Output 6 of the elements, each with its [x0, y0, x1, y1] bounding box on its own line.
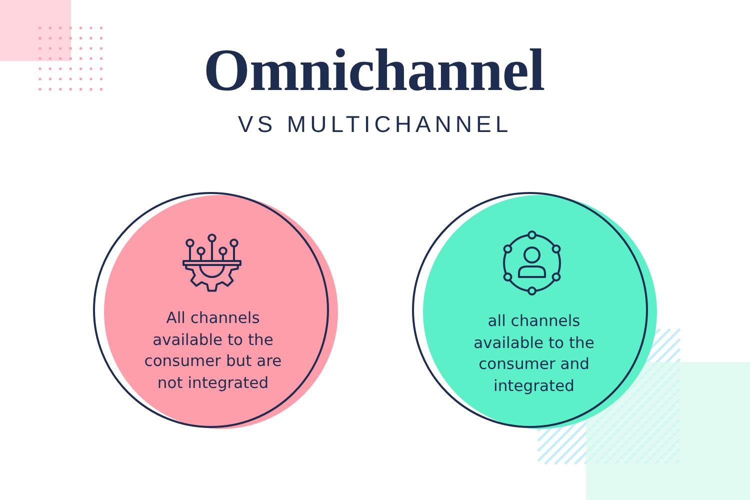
filled-circle	[93, 192, 339, 430]
subtitle-text: VS MULTICHANNEL	[236, 113, 512, 136]
filled-circle	[412, 192, 658, 430]
description-text: all channels available to the consumer and integrated	[472, 311, 596, 396]
description-text: All channels available to the consumer but are not integrated	[143, 308, 283, 394]
title-text: Omnichannel	[203, 40, 545, 100]
